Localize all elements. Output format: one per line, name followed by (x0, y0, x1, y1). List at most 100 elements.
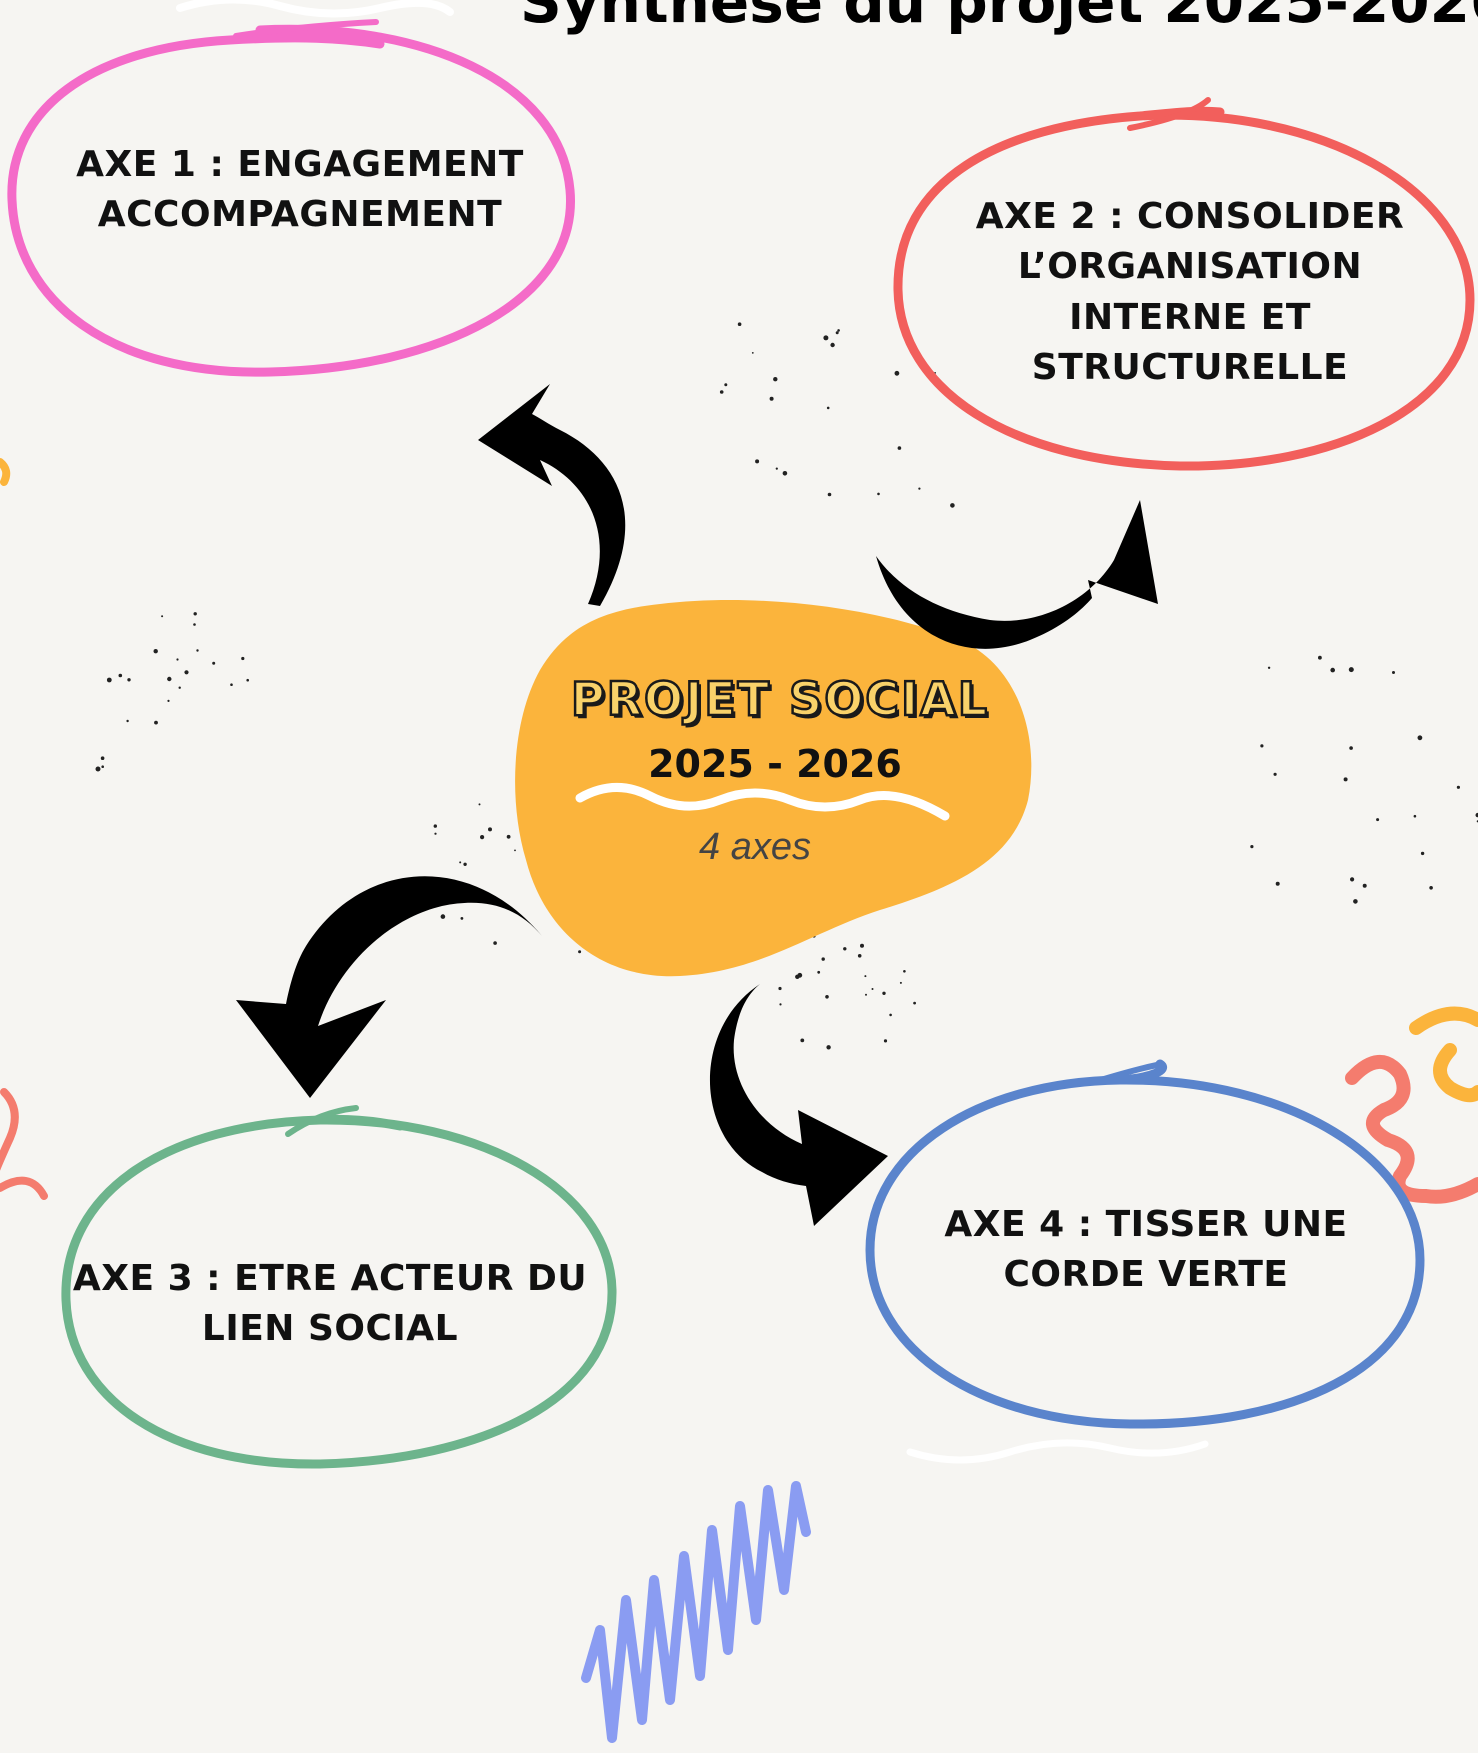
speckle-dot (779, 1003, 782, 1006)
speckle-dot (1273, 772, 1277, 776)
center-wave (575, 783, 950, 821)
speckle-dot (830, 342, 835, 348)
speckle-dot (1456, 785, 1460, 789)
speckle-dot (769, 396, 774, 401)
arrow-to-axe-2 (876, 500, 1158, 649)
axe-3-circle (61, 1105, 617, 1469)
speckle-dot (493, 941, 497, 945)
speckle-dot (506, 834, 511, 839)
speckle-dot (865, 993, 867, 996)
speckle-dot (800, 1038, 805, 1043)
axe-3-label: AXE 3 : ETRE ACTEUR DU LIEN SOCIAL (72, 1258, 588, 1350)
speckle-dot (755, 459, 760, 464)
speckle-dot (843, 947, 847, 951)
speckle-dot (433, 824, 437, 828)
speckle-dot (578, 950, 582, 954)
speckle-dot (1330, 667, 1335, 673)
speckle-dot (860, 943, 864, 948)
center-blob (515, 600, 1032, 977)
speckle-dot (825, 995, 829, 999)
speckle-dot (797, 972, 803, 978)
speckle-dot (241, 656, 245, 661)
axe-4-label: AXE 4 : TISSER UNE CORDE VERTE (944, 1204, 1348, 1296)
speckle-dot (1250, 845, 1254, 849)
speckle-dot (167, 699, 170, 703)
speckle-dot (460, 917, 464, 920)
speckle-dot (882, 991, 886, 995)
decor-squiggle-yellow-right (1409, 1006, 1478, 1103)
speckle-dot (826, 1045, 831, 1050)
speckle-dot (514, 849, 516, 852)
speckle-dot (95, 766, 101, 772)
speckle-dot (463, 862, 467, 866)
speckle-dot (864, 975, 867, 978)
speckle-dot (1417, 735, 1423, 741)
speckle-dot (1353, 899, 1358, 904)
axe-1-label: AXE 1 : ENGAGEMENT ACCOMPAGNEMENT (76, 144, 524, 236)
speckle-dot (440, 914, 446, 919)
speckle-dot (127, 678, 131, 682)
speckle-dot (724, 383, 728, 387)
speckle-dot (857, 954, 862, 958)
speckle-dot (106, 677, 112, 683)
speckle-dot (101, 765, 104, 768)
speckle-dot (821, 957, 825, 961)
speckle-dot (823, 335, 829, 341)
speckle-dot (894, 370, 900, 376)
speckle-dot (100, 756, 105, 760)
speckle-dot (950, 503, 955, 508)
speckle-dot (903, 970, 906, 973)
speckle-dot (1267, 666, 1271, 669)
speckle-dot (118, 673, 123, 678)
speckle-dot (196, 649, 199, 652)
speckle-dot (434, 832, 437, 835)
speckle-dot (773, 377, 778, 382)
decor-squiggle-top-left (176, 0, 454, 18)
speckle-dot (488, 827, 492, 832)
speckle-dot (1275, 881, 1280, 886)
speckle-dot (778, 986, 782, 991)
decor-squiggle-yellow-left (0, 458, 11, 486)
decor-squiggle-coral-right (1345, 1054, 1478, 1204)
speckle-dot (1376, 818, 1380, 822)
speckle-dot (161, 615, 164, 618)
speckle-dot (877, 492, 880, 496)
speckle-dot (212, 661, 216, 665)
speckle-dot (883, 1039, 888, 1043)
axe-2-label: AXE 2 : CONSOLIDER L’ORGANISATION INTERN… (975, 196, 1405, 389)
speckle-dot (184, 670, 189, 675)
speckle-dot (918, 487, 921, 490)
arrow-to-axe-1 (478, 384, 626, 606)
decor-zigzag-purple (581, 1481, 811, 1743)
speckle-dot (459, 861, 462, 864)
arrow-to-axe-3 (236, 876, 542, 1098)
speckle-dot (1318, 655, 1322, 660)
axe-4-circle (865, 1059, 1425, 1429)
center-subtitle: 4 axes (699, 826, 811, 868)
speckle-dot (899, 981, 902, 984)
speckle-dot (775, 467, 778, 470)
speckle-dot (1260, 744, 1264, 748)
speckle-dot (193, 612, 197, 616)
speckle-dot (480, 835, 485, 840)
speckle-dot (176, 658, 179, 661)
speckle-dot (478, 803, 481, 806)
speckle-dot (1420, 851, 1425, 856)
speckle-dot (826, 406, 830, 410)
speckle-dot (1343, 777, 1348, 782)
speckle-dot (737, 322, 742, 327)
speckle-dot (246, 678, 249, 682)
speckle-dot (827, 492, 832, 497)
speckle-dot (751, 352, 754, 354)
speckle-dot (230, 683, 233, 686)
speckle-dot (871, 988, 874, 990)
speckle-dot (1392, 671, 1395, 674)
speckle-dot (1429, 886, 1433, 890)
speckle-dot (154, 720, 158, 725)
center-title: PROJET SOCIAL (570, 671, 990, 728)
decor-squiggle-coral-left (0, 1088, 48, 1200)
speckle-dot (1413, 814, 1417, 818)
speckle-dot (153, 649, 158, 654)
speckle-dot (897, 446, 902, 450)
